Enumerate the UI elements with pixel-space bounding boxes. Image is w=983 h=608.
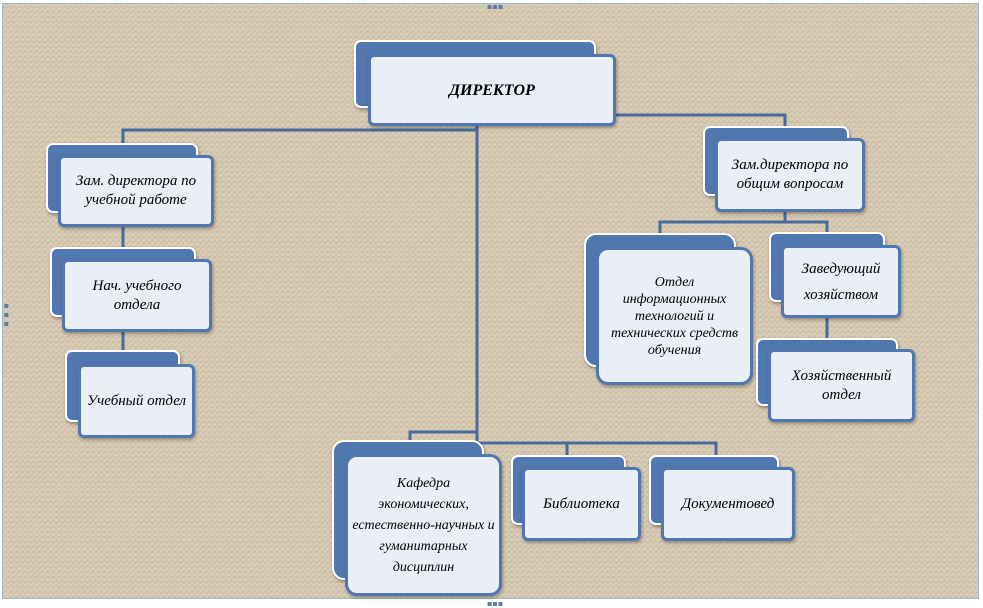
resize-handle-right[interactable]: ▪▪▪ bbox=[981, 301, 983, 328]
head-academic-dept-node[interactable]: Нач. учебного отдела bbox=[50, 247, 212, 332]
connector-line bbox=[121, 128, 477, 148]
head-academic-dept-label: Нач. учебного отдела bbox=[62, 259, 212, 332]
documentation-label: Документовед bbox=[661, 467, 795, 541]
it-dept-label: Отдел информационных технологий и технич… bbox=[596, 247, 753, 385]
housekeeping-head-label: Заведующий хозяйством bbox=[781, 245, 901, 318]
resize-handle-left[interactable]: ▪▪▪ bbox=[2, 301, 11, 328]
connector-line bbox=[658, 210, 787, 236]
connector-line bbox=[785, 220, 829, 236]
deputy-academic-node[interactable]: Зам. директора по учебной работе bbox=[46, 143, 214, 227]
library-label: Библиотека bbox=[522, 467, 641, 541]
academic-dept-label: Учебный отдел bbox=[78, 364, 195, 438]
library-node[interactable]: Библиотека bbox=[511, 455, 641, 541]
housekeeping-head-node[interactable]: Заведующий хозяйством bbox=[769, 232, 901, 318]
connector-line bbox=[408, 430, 477, 443]
department-chair-label: Кафедра экономических, естественно-научн… bbox=[345, 454, 502, 596]
director-node[interactable]: ДИРЕКТОР bbox=[354, 40, 616, 126]
department-chair-node[interactable]: Кафедра экономических, естественно-научн… bbox=[332, 440, 502, 596]
it-dept-node[interactable]: Отдел информационных технологий и технич… bbox=[584, 233, 753, 385]
housekeeping-dept-label: Хозяйственный отдел bbox=[768, 349, 915, 422]
connector-line bbox=[477, 441, 718, 458]
connector-line bbox=[612, 113, 787, 130]
director-label: ДИРЕКТОР bbox=[368, 54, 616, 126]
academic-dept-node[interactable]: Учебный отдел bbox=[65, 350, 195, 438]
housekeeping-dept-node[interactable]: Хозяйственный отдел bbox=[756, 338, 915, 422]
resize-handle-top[interactable]: ▪▪▪ bbox=[487, 2, 504, 11]
deputy-academic-label: Зам. директора по учебной работе bbox=[58, 155, 214, 227]
documentation-node[interactable]: Документовед bbox=[649, 455, 795, 541]
deputy-general-label: Зам.директора по общим вопросам bbox=[715, 138, 865, 212]
deputy-general-node[interactable]: Зам.директора по общим вопросам bbox=[703, 126, 865, 212]
